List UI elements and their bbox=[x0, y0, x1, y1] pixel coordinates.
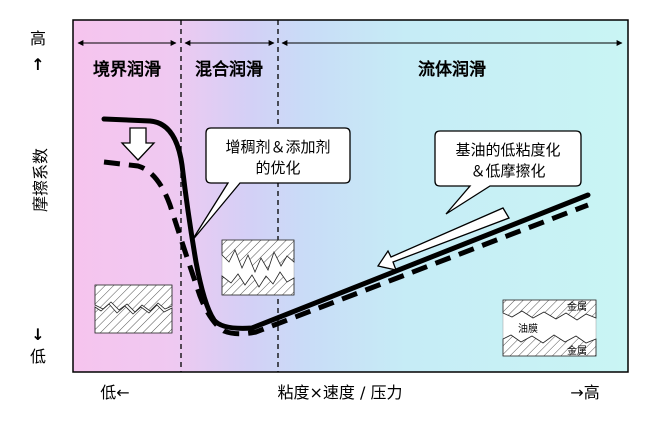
boundary-surface-inset bbox=[94, 284, 173, 334]
left-callout-line2: 的优化 bbox=[255, 159, 300, 177]
base-oil-callout: 基油的低粘度化 ＆低摩擦化 bbox=[434, 130, 582, 215]
inset-oil-film-label: 油膜 bbox=[518, 322, 538, 335]
additive-optimization-callout: 增稠剂＆添加剂 的优化 bbox=[190, 127, 351, 243]
boundary-label: 境界润滑 bbox=[93, 59, 161, 80]
right-callout-line2: ＆低摩擦化 bbox=[470, 162, 545, 180]
fluid-label: 流体润滑 bbox=[418, 59, 486, 80]
left-callout-line1: 增稠剂＆添加剂 bbox=[225, 138, 330, 156]
x-high-label: →高 bbox=[570, 383, 599, 402]
y-low-arrow: ↓ bbox=[31, 325, 44, 344]
improvement-down-arrow bbox=[120, 127, 156, 161]
y-low-label: 低 bbox=[30, 347, 46, 366]
inset-metal-bottom-label: 金属 bbox=[567, 344, 587, 357]
conventional-friction-curve bbox=[101, 116, 591, 331]
fluid-surface-inset: 金属 油膜 金属 bbox=[502, 299, 597, 357]
y-axis-title: 摩擦系数 bbox=[31, 148, 50, 212]
y-high-arrow: ↑ bbox=[31, 55, 44, 74]
improvement-left-arrow bbox=[376, 207, 510, 271]
improved-friction-curve bbox=[103, 159, 589, 337]
x-low-label: 低← bbox=[100, 383, 129, 402]
right-callout-line1: 基油的低粘度化 bbox=[455, 141, 560, 159]
inset-metal-top-label: 金属 bbox=[567, 300, 587, 313]
x-axis-title: 粘度×速度 / 压力 bbox=[278, 383, 403, 402]
y-high-label: 高 bbox=[30, 29, 46, 48]
mixed-label: 混合润滑 bbox=[195, 59, 263, 80]
mixed-surface-inset bbox=[221, 239, 295, 296]
